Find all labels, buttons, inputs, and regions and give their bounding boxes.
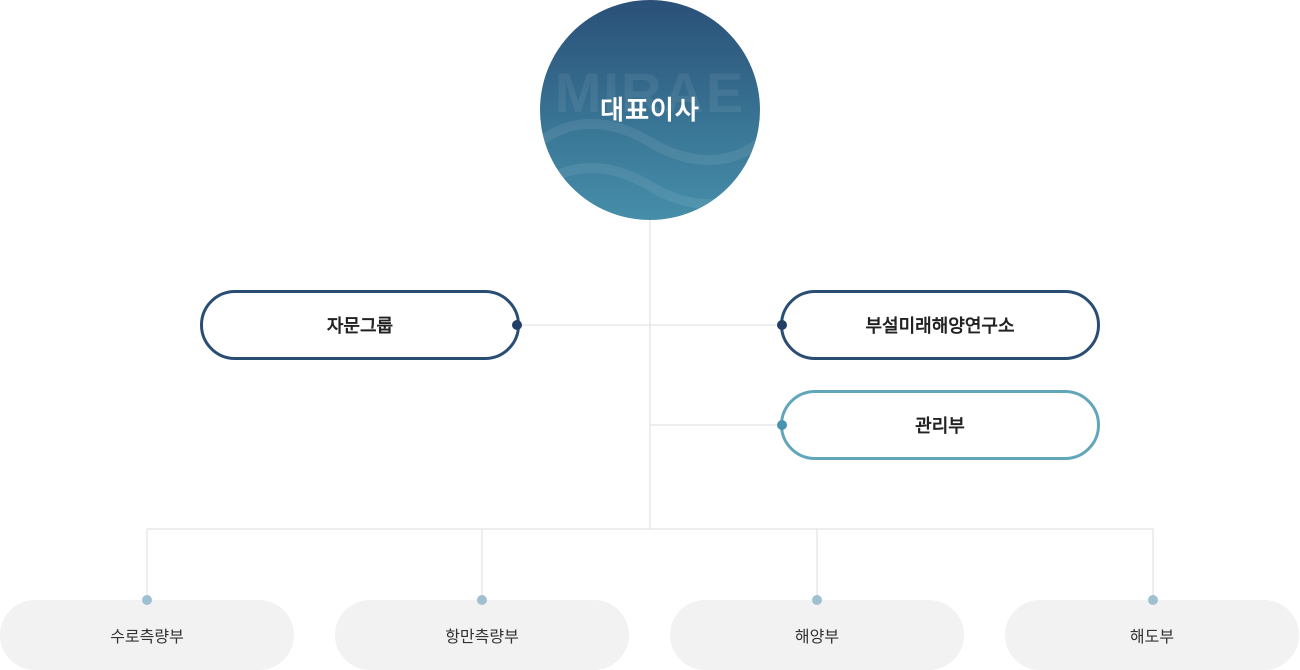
advisory-group-label: 자문그룹 [326, 316, 394, 337]
ceo-label: 대표이사 [600, 96, 700, 126]
management-node: 관리부 [780, 390, 1100, 460]
advisory-connector-dot [512, 320, 522, 330]
department-node: 해양부 [670, 600, 964, 670]
department-label: 해양부 [794, 627, 840, 646]
advisory-group-node: 자문그룹 [200, 290, 520, 360]
department-node: 수로측량부 [0, 600, 294, 670]
research-institute-node: 부설미래해양연구소 [780, 290, 1100, 360]
department-label: 해도부 [1129, 627, 1175, 646]
research-institute-label: 부설미래해양연구소 [865, 316, 1015, 337]
mirae-watermark: MIRAE [555, 61, 745, 124]
department-node: 항만측량부 [335, 600, 629, 670]
management-connector-dot [777, 420, 787, 430]
wave-watermark: MIRAE [540, 61, 760, 209]
institute-connector-dot [777, 320, 787, 330]
department-label: 항만측량부 [445, 627, 519, 646]
department-connector-dot [1148, 595, 1158, 605]
department-connector-dot [812, 595, 822, 605]
department-connector-dot [142, 595, 152, 605]
management-label: 관리부 [915, 416, 965, 437]
department-node: 해도부 [1005, 600, 1299, 670]
ceo-node: MIRAE 대표이사 [540, 0, 760, 220]
department-connector-dot [477, 595, 487, 605]
department-label: 수로측량부 [110, 627, 184, 646]
